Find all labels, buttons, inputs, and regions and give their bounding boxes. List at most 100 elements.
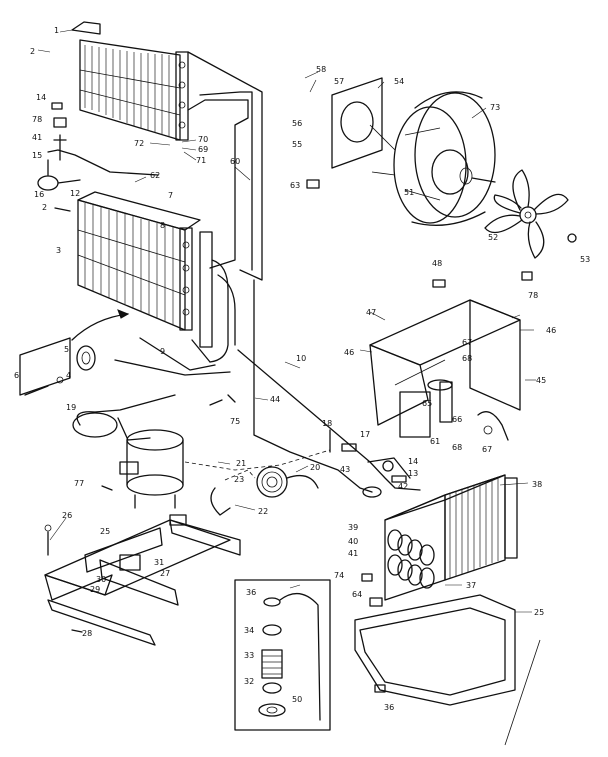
condenser-shroud [369,279,521,441]
callout-78: 78 [32,115,42,124]
callout-33: 33 [244,651,254,660]
callout-61: 61 [430,437,440,446]
tube-fittings [101,429,411,498]
callout-52: 52 [488,233,498,242]
callout-38: 38 [532,480,542,489]
callout-25: 25 [100,527,110,536]
callout-66: 66 [452,415,462,424]
callout-36: 36 [384,703,394,712]
compressor [119,429,331,509]
callout-labels: 1 2 14 78 41 15 16 2 12 3 72 70 69 71 60… [14,26,590,712]
callout-42: 42 [398,482,408,491]
mount-63 [306,179,320,189]
callout-28: 28 [82,629,92,638]
callout-43: 43 [340,465,350,474]
evaporator-coil-middle [77,191,236,363]
callout-53: 53 [580,255,590,264]
callout-48: 48 [432,259,442,268]
callout-3: 3 [56,246,61,255]
callout-47: 47 [366,308,376,317]
callout-26: 26 [62,511,72,520]
callout-62: 62 [150,171,160,180]
callout-41b: 41 [348,549,358,558]
callout-13: 13 [408,469,418,478]
evaporator-coil-top [71,21,189,141]
callout-40: 40 [348,537,358,546]
callout-34: 34 [244,626,254,635]
bracket-detail [19,337,96,396]
callout-4: 4 [66,371,71,380]
capillary-loop [72,412,118,438]
callout-19: 19 [66,403,76,412]
callout-2b: 2 [42,203,47,212]
callout-71: 71 [196,156,206,165]
refrigerant-line-44 [253,279,373,493]
callout-36b: 36 [246,588,256,597]
callout-64: 64 [352,590,362,599]
base-frame-right [354,594,516,706]
callout-9: 9 [160,347,165,356]
callout-17: 17 [360,430,370,439]
callout-45: 45 [536,376,546,385]
callout-72: 72 [134,139,144,148]
callout-16: 16 [34,190,44,199]
callout-31: 31 [154,558,164,567]
callout-78b: 78 [528,291,538,300]
callout-60: 60 [230,157,240,166]
fan-blade [484,169,569,259]
callout-58: 58 [316,65,326,74]
base-frame-left [44,514,241,646]
clip-36 [374,684,386,693]
callout-10: 10 [296,354,306,363]
mount-inset [234,579,331,731]
fan-nut [567,233,577,243]
callout-69: 69 [198,145,208,154]
callout-73: 73 [490,103,500,112]
callout-20: 20 [310,463,320,472]
callout-1: 1 [54,26,59,35]
callout-15: 15 [32,151,42,160]
callout-57: 57 [334,77,344,86]
callout-75: 75 [230,417,240,426]
callout-54: 54 [394,77,404,86]
callout-12: 12 [70,189,80,198]
callout-37: 37 [466,581,476,590]
callout-55: 55 [292,140,302,149]
callout-14: 14 [36,93,46,102]
callout-32: 32 [244,677,254,686]
callout-68: 68 [462,354,472,363]
callout-2: 2 [30,47,35,56]
tubing-bottom [76,337,231,426]
callout-25b: 25 [534,608,544,617]
callout-14b: 14 [408,457,418,466]
callout-41: 41 [32,133,42,142]
callout-46: 46 [344,348,354,357]
overload-coil [210,466,319,516]
callout-70: 70 [198,135,208,144]
callout-23: 23 [234,475,244,484]
callout-21: 21 [236,459,246,468]
callout-7: 7 [168,191,173,200]
callout-77: 77 [74,479,84,488]
condenser-coil [361,474,518,607]
callout-6: 6 [14,371,19,380]
callout-67b: 67 [482,445,492,454]
callout-74: 74 [334,571,344,580]
clip-78-right [521,271,533,281]
callout-65: 65 [422,399,432,408]
tubing-top [187,91,253,271]
pointer-arrow [71,313,129,341]
callout-18: 18 [322,419,332,428]
refrigerant-line-19 [237,349,421,491]
back-panel [187,51,263,281]
callout-22: 22 [258,507,268,516]
callout-30: 30 [96,575,106,584]
left-fittings [37,102,159,212]
callout-44: 44 [270,395,280,404]
callout-8: 8 [160,221,165,230]
callout-68b: 68 [452,443,462,452]
fan-assembly [331,77,496,226]
callout-27: 27 [160,569,170,578]
